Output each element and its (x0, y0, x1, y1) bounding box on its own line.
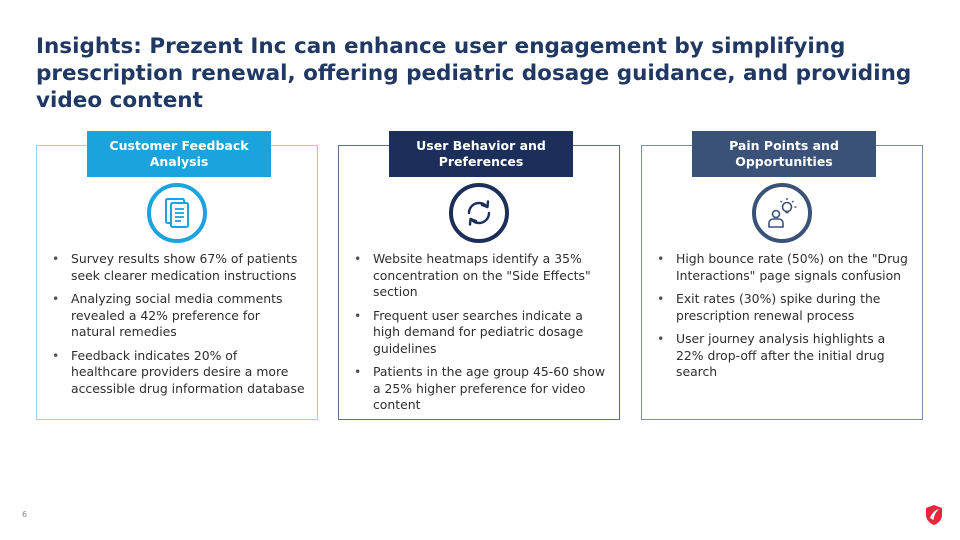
list-item: User journey analysis highlights a 22% d… (654, 331, 912, 381)
card-customer-feedback: Customer Feedback Analysis Survey result… (36, 131, 318, 420)
brand-logo-icon (924, 504, 944, 526)
bullet-list: Website heatmaps identify a 35% concentr… (351, 251, 609, 421)
list-item: Analyzing social media comments revealed… (49, 291, 307, 341)
card-heading: Pain Points and Opportunities (692, 131, 876, 177)
bullet-list: High bounce rate (50%) on the "Drug Inte… (654, 251, 912, 388)
list-item: Survey results show 67% of patients seek… (49, 251, 307, 284)
list-item: Frequent user searches indicate a high d… (351, 308, 609, 358)
card-pain-points: Pain Points and Opportunities High bounc… (641, 131, 923, 420)
card-user-behavior: User Behavior and Preferences Website he… (338, 131, 620, 421)
document-icon (147, 183, 207, 243)
card-heading: User Behavior and Preferences (389, 131, 573, 177)
list-item: Website heatmaps identify a 35% concentr… (351, 251, 609, 301)
card-heading: Customer Feedback Analysis (87, 131, 271, 177)
list-item: Exit rates (30%) spike during the prescr… (654, 291, 912, 324)
person-idea-icon (752, 183, 812, 243)
list-item: Feedback indicates 20% of healthcare pro… (49, 348, 307, 398)
list-item: Patients in the age group 45-60 show a 2… (351, 364, 609, 414)
list-item: High bounce rate (50%) on the "Drug Inte… (654, 251, 912, 284)
bullet-list: Survey results show 67% of patients seek… (49, 251, 307, 404)
refresh-icon (449, 183, 509, 243)
page-number: 6 (22, 510, 28, 519)
slide-title: Insights: Prezent Inc can enhance user e… (36, 34, 912, 113)
